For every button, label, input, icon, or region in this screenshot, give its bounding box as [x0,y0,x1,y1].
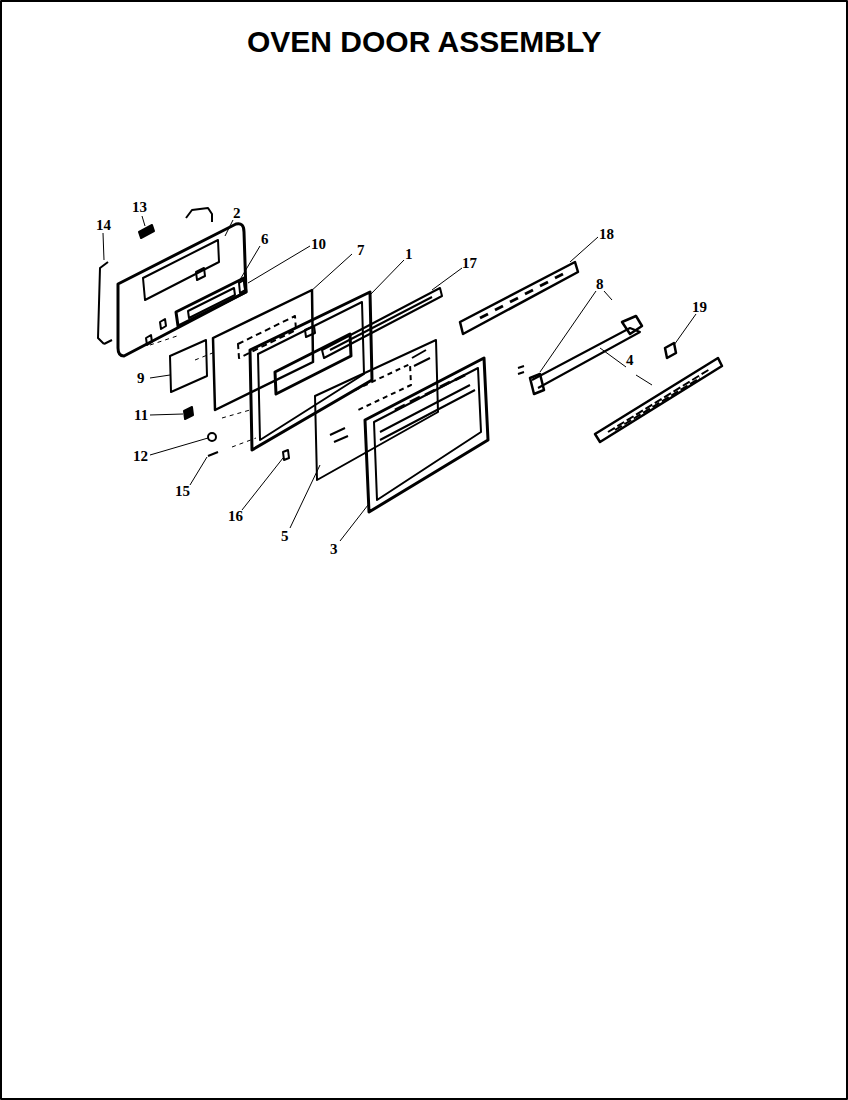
callout-number: 1 [405,247,413,262]
callout-number: 4 [626,353,634,368]
callout-number: 10 [311,237,326,252]
callout-number: 16 [228,509,243,524]
callout-number: 18 [599,227,614,242]
callout-number: 3 [330,542,338,557]
callout-number: 7 [357,243,365,258]
callout-number: 17 [462,256,477,271]
callout-number: 12 [133,449,148,464]
callout-number: 14 [96,218,111,233]
callout-number: 5 [281,529,289,544]
callout-number: 15 [175,484,190,499]
callout-number: 6 [261,232,269,247]
callout-number: 9 [137,371,145,386]
callout-number: 2 [233,206,241,221]
callout-number: 13 [132,200,147,215]
callout-number: 19 [692,300,707,315]
callout-number: 8 [596,277,604,292]
diagram-title: OVEN DOOR ASSEMBLY [247,25,602,59]
callout-number: 11 [134,408,148,423]
